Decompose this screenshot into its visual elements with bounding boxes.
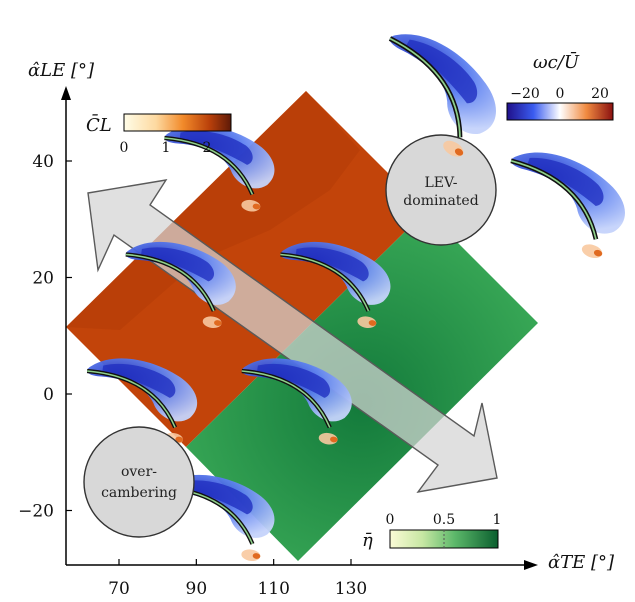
vorticity-colorbar-tick: 0 — [556, 86, 565, 102]
eta-colorbar-tick: 0 — [386, 512, 395, 528]
flow-snapshot — [86, 358, 198, 445]
over-cambering-label-line1: over- — [121, 464, 157, 480]
snapshots — [86, 125, 391, 562]
y-tick-label: 20 — [32, 269, 54, 289]
vortex-core — [179, 480, 253, 515]
lev-dominated-label-line1: LEV- — [424, 175, 457, 191]
cl-colorbar: C̄L 0 1 2 — [86, 113, 232, 156]
lev-dominated-bubble: LEV- dominated — [385, 134, 497, 246]
wake-core — [330, 436, 338, 443]
x-axis-label: α̂TE [°] — [548, 552, 615, 573]
vorticity-colorbar-tick: −20 — [510, 86, 540, 102]
x-tick-label: 110 — [257, 579, 289, 599]
vortex-core — [179, 130, 253, 165]
vortex-core — [295, 247, 369, 282]
wake-core — [252, 553, 261, 559]
cl-colorbar-bar — [123, 113, 232, 132]
wake-core — [593, 249, 603, 257]
flow-snapshot — [280, 241, 391, 329]
plate-highlight — [87, 370, 176, 428]
reference-snapshot-top — [388, 34, 496, 157]
plate-highlight — [241, 370, 331, 428]
wake-core — [368, 320, 377, 326]
vorticity-colorbar-tick: 20 — [591, 86, 609, 102]
y-tick-label: 40 — [32, 152, 54, 172]
reference-snapshot-right — [510, 152, 625, 259]
x-tick-label: 90 — [186, 579, 208, 599]
cl-colorbar-tick: 1 — [162, 140, 171, 156]
y-tick-label: 0 — [43, 385, 54, 405]
vorticity-colorbar-bar — [506, 102, 614, 121]
flow-snapshot — [125, 241, 236, 329]
flow-snapshot — [241, 358, 352, 445]
cl-colorbar-tick: 2 — [203, 140, 212, 156]
plate-highlight — [280, 253, 370, 312]
vortex-core — [406, 39, 478, 104]
y-tick-label: −20 — [18, 502, 54, 522]
wake-core — [454, 148, 464, 156]
wake-core — [214, 320, 222, 326]
y-axis-arrowhead — [61, 86, 71, 100]
vortex-core — [527, 158, 604, 207]
eta-colorbar: η̄ 0 0.5 1 — [362, 512, 501, 551]
wake-core — [175, 436, 183, 443]
x-tick-label: 70 — [108, 579, 130, 599]
cl-colorbar-label: C̄L — [86, 113, 112, 136]
vortex-core — [257, 363, 331, 398]
cl-map-shade — [66, 91, 360, 330]
lev-dominated-label-line2: dominated — [403, 193, 478, 209]
vortex-core — [141, 247, 215, 282]
eta-colorbar-tick: 1 — [493, 512, 502, 528]
plate-highlight — [164, 137, 254, 195]
eta-colorbar-label: η̄ — [362, 530, 373, 551]
reference-snapshots — [388, 34, 625, 259]
over-cambering-label-line2: cambering — [101, 485, 177, 501]
x-axis-arrowhead — [524, 560, 538, 570]
plate-highlight — [510, 160, 597, 240]
wake-core — [252, 203, 261, 210]
plate-highlight — [125, 253, 215, 312]
x-tick-label: 130 — [335, 579, 367, 599]
cl-colorbar-tick: 0 — [120, 140, 129, 156]
vorticity-colorbar-label: ωc/Ū — [533, 50, 580, 73]
flow-snapshot — [164, 125, 275, 212]
vorticity-colorbar: ωc/Ū −20 0 20 — [506, 50, 614, 121]
vortex-core — [102, 363, 176, 398]
over-cambering-bubble: over- cambering — [83, 426, 195, 538]
y-axis-label: α̂LE [°] — [28, 60, 95, 81]
eta-colorbar-tick: 0.5 — [433, 512, 455, 528]
plate-highlight — [389, 37, 461, 138]
